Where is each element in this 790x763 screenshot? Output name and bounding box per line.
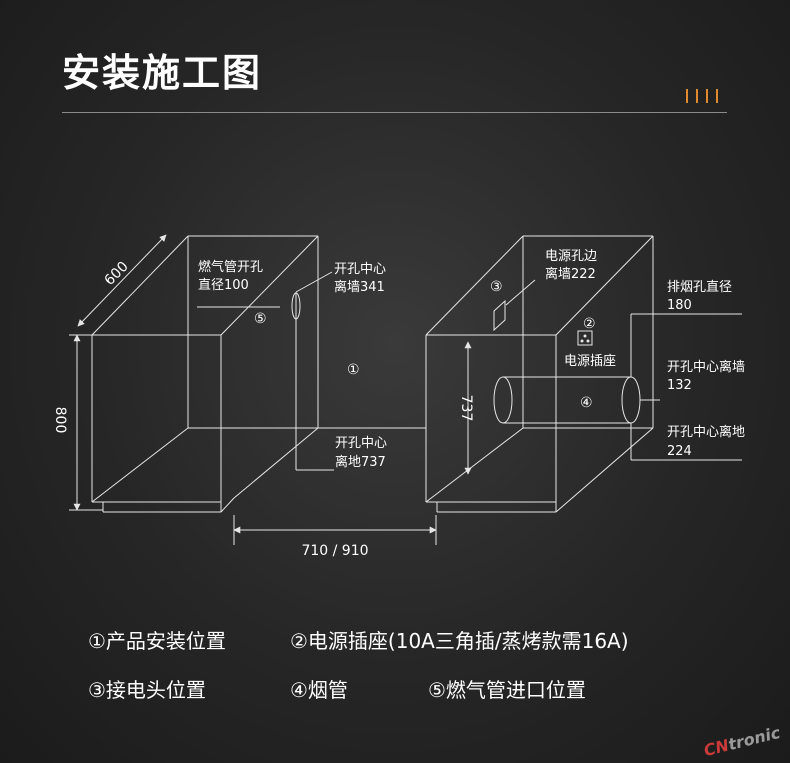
depth-label: 600 [102, 259, 132, 289]
smoke-center-wall-label-1: 开孔中心离墙 [667, 359, 745, 375]
gas-pipe-hole [291, 292, 301, 320]
legend-item-4: ④烟管 [290, 678, 348, 702]
marker-2: ② [583, 316, 596, 332]
legend-item-2: ②电源插座(10A三角插/蒸烤款需16A) [290, 629, 629, 653]
gas-hole-label-2: 直径100 [198, 278, 249, 293]
gap-label: 710 / 910 [301, 543, 368, 559]
gas-center-floor-label-2: 离地737 [335, 454, 386, 470]
gas-center-floor-label-1: 开孔中心 [335, 436, 387, 451]
legend-item-5: ⑤燃气管进口位置 [428, 678, 586, 702]
right-cabinet [425, 235, 654, 513]
gas-center-wall-label-1: 开孔中心 [334, 262, 386, 277]
legend-item-3: ③接电头位置 [88, 678, 206, 702]
smoke-pipe [493, 376, 641, 424]
smoke-diameter-label-1: 排烟孔直径 [667, 280, 732, 295]
smoke-center-floor-label-1: 开孔中心离地 [667, 424, 745, 440]
marker-4: ④ [580, 395, 593, 411]
gas-center-wall-label-2: 离墙341 [334, 279, 385, 295]
smoke-center-wall-label-2: 132 [667, 378, 692, 393]
power-connector-plate [493, 299, 506, 332]
floor-edge-left [233, 427, 319, 499]
smoke-center-floor-label-2: 224 [667, 444, 692, 459]
depth-dimension-line [77, 234, 167, 327]
accent-ticks [686, 89, 726, 103]
page-title: 安装施工图 [62, 51, 263, 95]
marker-1: ① [347, 362, 360, 378]
smoke-diameter-label-2: 180 [667, 298, 692, 313]
power-edge-label-2: 离墙222 [545, 266, 596, 282]
left-cabinet [91, 235, 334, 513]
inner-height-label: 737 [458, 395, 474, 422]
power-edge-leader [505, 279, 536, 306]
power-socket [577, 330, 593, 346]
marker-3: ③ [490, 279, 503, 295]
power-edge-label-1: 电源孔边 [545, 249, 597, 264]
socket-label: 电源插座 [564, 354, 616, 369]
legend-item-1: ①产品安装位置 [88, 629, 226, 653]
marker-5: ⑤ [254, 311, 267, 327]
title-divider [62, 112, 727, 113]
height-label: 800 [52, 407, 68, 434]
gas-hole-label-1: 燃气管开孔 [198, 259, 263, 275]
